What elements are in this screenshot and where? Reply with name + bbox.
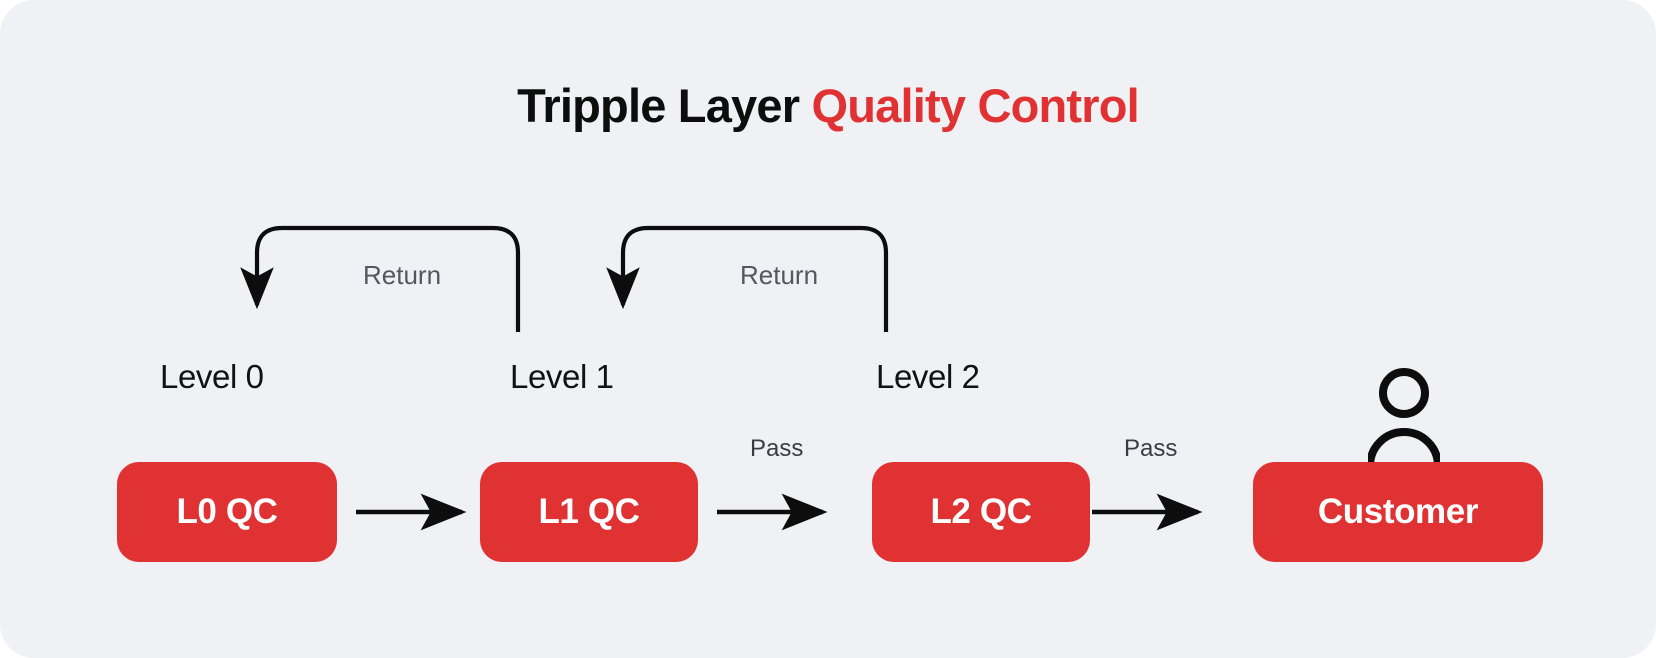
return-label-2: Return <box>740 260 819 290</box>
node-customer-label: Customer <box>1317 492 1479 531</box>
node-l0-qc-label: L0 QC <box>176 492 278 531</box>
page-title: Tripple Layer Quality Control <box>0 78 1656 133</box>
pass-label-l2-customer: Pass <box>1124 435 1178 462</box>
node-customer[interactable]: Customer <box>1253 462 1543 562</box>
return-label-1: Return <box>363 260 442 290</box>
page-title-plain: Tripple Layer <box>517 79 812 132</box>
level-label-2: Level 2 <box>876 358 980 395</box>
customer-person-icon <box>1368 368 1440 466</box>
level-label-1: Level 1 <box>510 358 614 395</box>
level-label-0: Level 0 <box>160 358 264 395</box>
pass-label-l1-l2: Pass <box>750 435 804 462</box>
node-l2-qc[interactable]: L2 QC <box>872 462 1090 562</box>
node-l1-qc[interactable]: L1 QC <box>480 462 698 562</box>
page-title-accent: Quality Control <box>811 79 1139 132</box>
node-l0-qc[interactable]: L0 QC <box>117 462 337 562</box>
node-l2-qc-label: L2 QC <box>930 492 1032 531</box>
node-l1-qc-label: L1 QC <box>538 492 640 531</box>
